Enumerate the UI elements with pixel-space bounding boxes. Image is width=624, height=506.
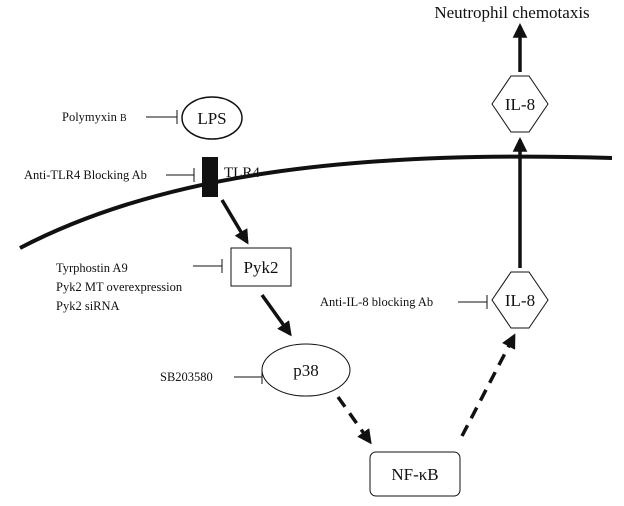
- lps-node: [181, 96, 243, 140]
- nfkb-node: [369, 451, 461, 497]
- anti-tlr4-label: Anti-TLR4 Blocking Ab: [24, 168, 147, 182]
- p38-label: p38: [293, 361, 319, 380]
- lps-label: LPS: [197, 109, 226, 128]
- sb203580-label: SB203580: [160, 370, 213, 384]
- pyk2-inhibitor-2: Pyk2 MT overexpression: [56, 280, 183, 294]
- arrow-p38-to-nfkb: [336, 395, 372, 445]
- il8-outer-node: [491, 75, 549, 133]
- arrow-tlr4-to-pyk2: [220, 199, 249, 245]
- il8-inner-label: IL-8: [505, 291, 535, 310]
- polymyxin-suffix: B: [120, 113, 127, 124]
- arrow-nfkb-to-il8: [460, 333, 516, 437]
- nfkb-label: NF-κB: [391, 465, 438, 484]
- anti-il8-label: Anti-IL-8 blocking Ab: [320, 295, 433, 309]
- pyk2-inhibitor-1: Tyrphostin A9: [56, 261, 128, 275]
- pyk2-label: Pyk2: [244, 258, 279, 277]
- il8-inner-node: [491, 271, 549, 329]
- outcome-label: Neutrophil chemotaxis: [434, 3, 589, 22]
- arrow-pyk2-to-p38: [260, 293, 292, 337]
- cell-membrane: [19, 154, 613, 250]
- tlr4-receptor: [202, 157, 218, 197]
- tlr4-label: TLR4: [224, 165, 260, 181]
- pyk2-inhibitor-3: Pyk2 siRNA: [56, 299, 120, 313]
- pyk2-node: [230, 247, 292, 287]
- il8-outer-label: IL-8: [505, 95, 535, 114]
- polymyxin-label: Polymyxin B: [62, 110, 127, 124]
